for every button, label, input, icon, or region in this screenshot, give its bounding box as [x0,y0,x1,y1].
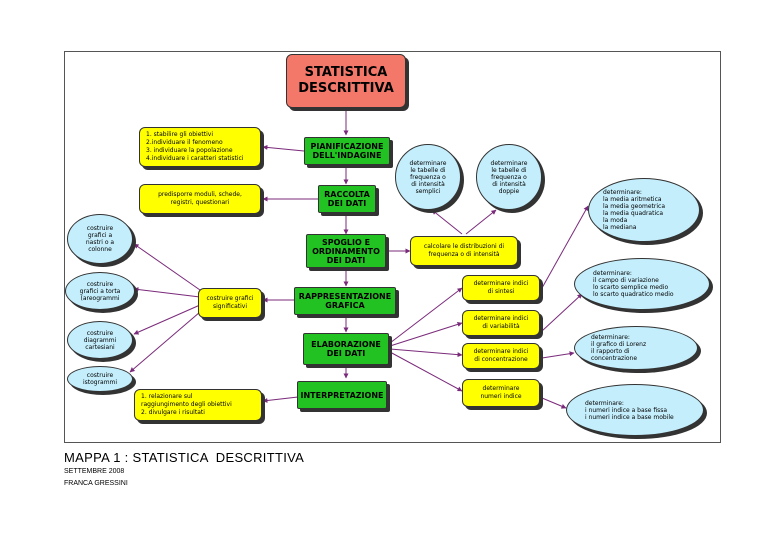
bubble-torta: costruire grafici a torta (areogrammi [65,272,135,310]
step-elaborazione: ELABORAZIONE DEI DATI [303,333,389,365]
arrow-grafici-torta [133,287,201,298]
arrow-interpretazione-relazionare [262,396,299,403]
arrow-sintesi-medie [541,205,589,289]
bubble-nastri: costruire grafici a nastri o a colonne [67,214,133,264]
note-distribuzioni: calcolare le distribuzioni di frequenza … [410,236,518,266]
arrow-grafici-nastri [133,243,201,291]
arrow-grafici-istogrammi [129,311,201,373]
arrow-elaborazione-concentrazione [389,348,463,358]
note-grafici: costruire grafici significativi [198,288,262,318]
caption-date: SETTEMBRE 2008 [64,468,125,475]
note-sintesi: determinare indici di sintesi [462,275,540,301]
arrow-distribuzioni-semplici [431,209,463,235]
map-frame [64,51,721,443]
bubble-variazione: determinare: il campo di variazione lo s… [574,258,710,310]
bubble-indice: determinare: i numeri indice a base fiss… [566,384,704,436]
bubble-cartesiani: costruire diagrammi cartesiani [67,321,133,359]
arrow-pianificazione-obiettivi [262,144,305,152]
step-rappresentazione: RAPPRESENTAZIONE GRAFICA [294,287,396,315]
title-box: STATISTICA DESCRITTIVA [286,54,406,108]
note-numeri-indice: determinare numeri indice [462,379,540,407]
note-moduli: predisporre moduli, schede, registri, qu… [139,184,261,214]
arrow-variabilita-variazione [541,293,583,332]
bubble-medie: determinare: la media aritmetica la medi… [588,178,700,242]
arrow-distribuzioni-doppie [465,209,497,235]
step-spoglio: SPOGLIO E ORDINAMENTO DEI DATI [306,234,386,268]
arrow-concentrazione-lorenz [541,351,575,359]
bubble-tabelle-doppie: determinare le tabelle di frequenza o di… [476,144,542,210]
arrow-numeri-indice-indice [541,397,567,409]
bubble-tabelle-semplici: determinare le tabelle di frequenza o di… [395,144,461,210]
step-pianificazione: PIANIFICAZIONE DELL'INDAGINE [304,137,390,165]
step-interpretazione: INTERPRETAZIONE [297,381,387,409]
arrow-grafici-cartesiani [133,304,201,335]
bubble-istogrammi: costruire istogrammi [67,366,133,392]
caption-title: MAPPA 1 : STATISTICA DESCRITTIVA [64,450,305,465]
arrow-elaborazione-numeri-indice [389,351,463,392]
bubble-lorenz: determinare: il grafico di Lorenz il rap… [574,326,698,370]
note-variabilita: determinare indici di variabilità [462,310,540,336]
arrow-elaborazione-variabilita [389,321,463,347]
note-concentrazione: determinare indici di concentrazione [462,343,540,369]
step-raccolta: RACCOLTA DEI DATI [318,185,376,213]
arrow-elaborazione-sintesi [389,287,463,344]
note-obiettivi: 1. stabilire gli obiettivi 2.individuare… [139,127,261,167]
note-relazionare: 1. relazionare sul raggiungimento degli … [134,389,262,421]
caption-author: FRANCA GRESSINI [64,480,128,487]
